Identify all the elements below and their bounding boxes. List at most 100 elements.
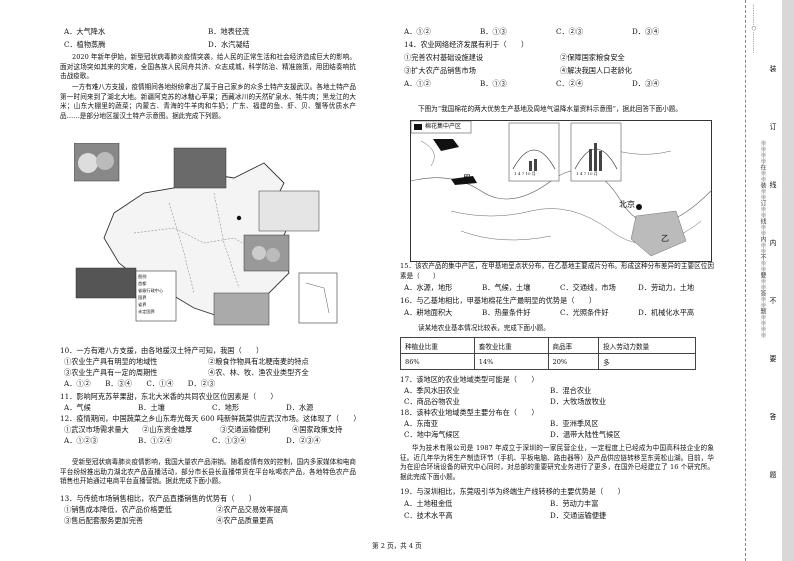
q15-option-b[interactable]: B．气候，土壤	[482, 283, 531, 292]
china-map-svg	[73, 142, 338, 326]
q11-stem: 11．影响阿克苏苹果甜，东北大米香的共同农业区位因素是（ ）	[60, 392, 278, 401]
q14-option-b[interactable]: B．①③	[480, 79, 507, 88]
q11-option-d[interactable]: D．水源	[286, 403, 314, 412]
base-label-yi: 乙	[661, 234, 669, 243]
city-label-beijing: 北京	[619, 200, 635, 209]
binding-label: 订	[769, 123, 777, 131]
q18-option-d[interactable]: D．温带大陆性气候区	[550, 430, 621, 439]
legend-title: 图例	[138, 274, 147, 279]
q12-stem: 12．疫情期间，中国蔬菜之乡山东寿光每天 600 吨新鲜蔬菜供应武汉市场。这体现…	[60, 414, 361, 423]
china-specialty-map: 图例 首都 省级行政中心 国界 省界 未定国界	[73, 142, 344, 333]
q15-option-c[interactable]: C．交通线，市场	[560, 283, 616, 292]
table-row: 86% 14% 20% 多	[400, 353, 696, 370]
table-intro: 读某地农业基本情况比较表，完成下面小题。	[418, 324, 550, 332]
q13-item-2: ②农产品交易效率提高	[216, 505, 288, 514]
q12-option-a[interactable]: A．①②③	[64, 436, 98, 445]
q18-stem: 18．该种农业地域类型主要分布在（ ）	[400, 408, 539, 417]
q13-option-b[interactable]: B．①③	[480, 27, 507, 36]
q10-item-2: ②粮食作物具有北粳南麦的特点	[208, 357, 309, 366]
q17-option-a[interactable]: A．季风水田农业	[404, 386, 460, 395]
table-cell: 14%	[473, 353, 549, 370]
q13-item-3: ③售后配套服务更加完善	[64, 516, 144, 525]
binding-label: 答	[769, 413, 777, 421]
q14-item-1: ①完善农村基础设施建设	[404, 53, 484, 62]
legend-undefined-border: 未定国界	[138, 309, 155, 314]
cotton-legend: 棉花集中产区	[425, 123, 462, 130]
q16-option-b[interactable]: B．热量条件好	[482, 308, 531, 317]
left-column: A．大气降水 B．地表径流 C．植物蒸腾 D．水汽凝结 2020 年新年伊始，新…	[60, 0, 361, 561]
binding-label: 装	[769, 65, 777, 73]
binding-label: 线	[769, 181, 777, 189]
q13-item-4: ④农产品质量更高	[216, 516, 274, 525]
q13-option-d[interactable]: D．③④	[632, 27, 660, 36]
legend-national-border: 国界	[138, 295, 147, 300]
q12-item-4: ④国家政策支持	[292, 425, 343, 434]
q16-option-d[interactable]: D．机械化水平高	[638, 308, 695, 317]
q17-option-d[interactable]: D．大牧场放牧业	[550, 397, 607, 406]
table-header: 畜牧业比重	[473, 337, 549, 354]
cotton-base-map: 棉花集中产区 甲 乙 北京 1 4 7 10 月 1 4 7 10 月	[410, 120, 712, 262]
q15-option-d[interactable]: D．劳动力，土地	[638, 283, 695, 292]
q12-item-3: ③交通运输便利	[220, 425, 271, 434]
table-header: 投入劳动力数量	[598, 337, 696, 354]
q11-option-c[interactable]: C．地形	[212, 403, 240, 412]
q10-stem: 10．一方有难八方支援，由各地援汉土特产可知，我国（ ）	[60, 346, 264, 355]
q18-option-a[interactable]: A．东南亚	[404, 419, 438, 428]
q10-options[interactable]: A．①② B．③④ C．①④ D．②③	[64, 379, 216, 388]
q14-item-3: ③扩大农产品销售市场	[404, 66, 476, 75]
legend-provincial-capital: 省级行政中心	[138, 288, 164, 293]
table-cell: 86%	[400, 353, 475, 370]
intro-cotton: 下图为“我国棉花的两大优势生产基地及周地气温降水量资料示意图”，据此回答下面小题…	[418, 105, 682, 113]
q12-option-b[interactable]: B．①②④	[138, 436, 173, 445]
binding-strip	[782, 0, 794, 561]
q19-option-d[interactable]: D．交通运输便捷	[550, 511, 607, 520]
table-header: 种植业比重	[400, 337, 475, 354]
climate-chart-jia	[508, 122, 560, 182]
q9-option-a[interactable]: A．大气降水	[64, 27, 106, 36]
q16-option-a[interactable]: A．耕地面积大	[404, 308, 453, 317]
q14-option-a[interactable]: A．①②	[404, 79, 431, 88]
q9-option-b[interactable]: B．地表径流	[208, 27, 250, 36]
binding-side-note: ※※※※在※※装※※订※※线※※内※※不※※要※※答※※题※※※※	[759, 140, 766, 338]
q11-option-b[interactable]: B．土壤	[138, 403, 165, 412]
q14-stem: 14．农业网络经济发展有利于（ ）	[404, 40, 529, 49]
q14-option-d[interactable]: D．③④	[632, 79, 660, 88]
q13-option-a[interactable]: A．①②	[404, 27, 431, 36]
photo-rice	[258, 190, 320, 232]
q17-stem: 17．该地区的农业地域类型可能是（ ）	[400, 375, 539, 384]
q16-option-c[interactable]: C．光照条件好	[560, 308, 609, 317]
binding-label: 要	[769, 355, 777, 363]
q18-option-c[interactable]: C．地中海气候区	[404, 430, 460, 439]
q15-option-a[interactable]: A．水源，地形	[404, 283, 453, 292]
q19-option-b[interactable]: B．劳动力丰富	[550, 499, 599, 508]
intro-paragraph-specialties: 一方有难八方支援，疫情期间各地纷纷拿出了属于自己家乡的众多土特产支援武汉。各地土…	[60, 83, 356, 120]
q14-option-c[interactable]: C．②④	[556, 79, 584, 88]
table-cell: 多	[598, 353, 696, 370]
q13-option-c[interactable]: C．②③	[556, 27, 584, 36]
chart-axis-jia: 1 4 7 10 月	[514, 171, 536, 176]
q16-stem: 16．与乙基地相比，甲基地棉花生产最明显的优势是（ ）	[400, 296, 597, 305]
q14-item-2: ②保障国家粮食安全	[560, 53, 625, 62]
binding-label: 题	[769, 471, 777, 479]
legend-provincial-border: 省界	[138, 302, 147, 307]
q14-item-4: ④解决我国人口老龄化	[560, 66, 632, 75]
q11-option-a[interactable]: A．气候	[64, 403, 91, 412]
q19-option-a[interactable]: A．土地租金低	[404, 499, 453, 508]
chart-axis-yi: 1 4 7 10 月	[576, 171, 598, 176]
photo-vegetable	[213, 292, 270, 326]
q17-option-c[interactable]: C．商品谷物农业	[404, 397, 460, 406]
intro-huawei: 华为技术有限公司是 1987 年成立于深圳的一家民营企业，一定程度上已经成为中国…	[400, 444, 714, 481]
q18-option-b[interactable]: B．亚洲季风区	[550, 419, 599, 428]
q17-option-b[interactable]: B．混合农业	[550, 386, 592, 395]
q9-option-c[interactable]: C．植物蒸腾	[64, 40, 106, 49]
table-header: 商品率	[547, 337, 600, 354]
agri-table: 种植业比重 畜牧业比重 商品率 投入劳动力数量 86% 14% 20% 多	[400, 337, 696, 370]
q15-stem: 15．该农产品的集中产区，在甲基地呈点状分布，在乙基地主要成片分布。形成这种分布…	[400, 262, 714, 280]
q10-item-3: ③农业生产具有一定的周期性	[64, 368, 158, 377]
q12-option-c[interactable]: C．①③④	[212, 436, 247, 445]
south-sea-inset	[298, 272, 338, 324]
q9-option-d[interactable]: D．水汽凝结	[208, 40, 250, 49]
q12-item-2: ②山东资金雄厚	[142, 425, 193, 434]
q12-option-d[interactable]: D．②③④	[286, 436, 321, 445]
q19-option-c[interactable]: C．技术水平高	[404, 511, 453, 520]
